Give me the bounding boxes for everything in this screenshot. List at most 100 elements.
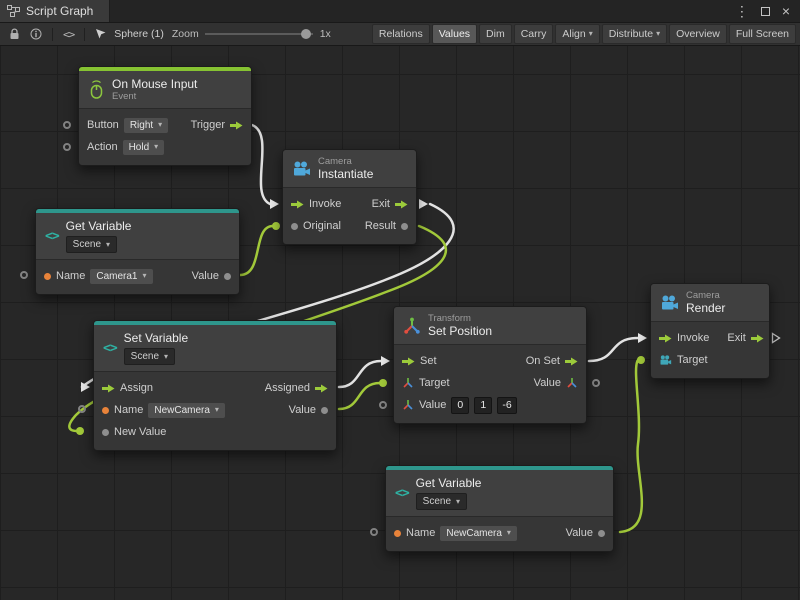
wire-value-to-original[interactable]	[238, 224, 275, 277]
port-label: New Value	[114, 426, 167, 438]
scope-dropdown[interactable]: Scene▾	[123, 348, 176, 365]
port-ring-getvar2-name[interactable]	[370, 528, 378, 536]
picker-cursor-icon[interactable]	[90, 23, 112, 45]
lock-icon[interactable]	[4, 23, 25, 45]
wire-endpoint-triangle-assign	[81, 382, 90, 392]
wire-endpoint-rendertarget[interactable]	[637, 356, 645, 364]
carry-button[interactable]: Carry	[513, 24, 554, 44]
overview-button[interactable]: Overview	[669, 24, 727, 44]
node-header: On Mouse Input Event	[79, 71, 251, 109]
node-transform-set-position[interactable]: Transform Set Position Set On Set Target…	[393, 306, 587, 424]
zoom-slider[interactable]	[204, 29, 313, 39]
port-triangle-render-exit[interactable]	[771, 332, 781, 344]
port-ring-action[interactable]	[63, 143, 71, 151]
info-icon[interactable]	[25, 23, 47, 45]
flow-arrow-icon[interactable]	[230, 121, 243, 130]
tab-script-graph[interactable]: Script Graph	[0, 0, 111, 22]
node-get-variable-top[interactable]: <> Get Variable Scene▾ Name Camera1▾ Val…	[35, 208, 240, 295]
string-port-icon[interactable]	[394, 529, 401, 537]
value-port-icon[interactable]	[102, 428, 109, 436]
scope-dropdown[interactable]: Scene▾	[65, 236, 118, 253]
port-ring-button[interactable]	[63, 121, 71, 129]
node-title: Set Position	[428, 324, 493, 338]
wire-value-to-target[interactable]	[337, 381, 382, 411]
port-label: Value	[533, 377, 561, 389]
port-label: Assigned	[264, 382, 310, 394]
close-icon[interactable]: ×	[781, 3, 790, 19]
value-port-icon[interactable]	[321, 406, 328, 414]
port-ring-setvar-name[interactable]	[78, 405, 86, 413]
port-label: Invoke	[677, 332, 710, 344]
value-port-icon[interactable]	[291, 222, 298, 230]
wire-trigger-to-invoke[interactable]	[250, 123, 272, 206]
chevron-down-icon: ▾	[154, 142, 159, 151]
value-port-icon[interactable]	[598, 529, 605, 537]
port-ring-position-value-out[interactable]	[592, 379, 600, 387]
port-label: Trigger	[190, 119, 225, 131]
flow-arrow-icon[interactable]	[565, 357, 578, 366]
variable-accent-bar	[36, 209, 239, 213]
vector-z-field[interactable]: -6	[497, 396, 517, 414]
wire-endpoint-newvalue[interactable]	[76, 427, 84, 435]
vector-y-field[interactable]: 1	[474, 396, 493, 414]
node-category: Camera	[318, 156, 352, 167]
scope-dropdown[interactable]: Scene▾	[415, 493, 468, 510]
distribute-dropdown-button[interactable]: Distribute▾	[601, 24, 668, 44]
string-port-icon[interactable]	[102, 406, 109, 414]
action-dropdown[interactable]: Hold▾	[122, 139, 165, 155]
flow-arrow-icon[interactable]	[750, 334, 764, 343]
string-port-icon[interactable]	[44, 272, 51, 280]
flow-arrow-icon[interactable]	[395, 200, 408, 209]
values-button[interactable]: Values	[431, 24, 478, 44]
node-get-variable-bottom[interactable]: <> Get Variable Scene▾ Name NewCamera▾ V…	[385, 465, 614, 552]
chevron-down-icon: ▾	[106, 239, 111, 249]
code-icon[interactable]: <>	[63, 27, 75, 41]
port-label: Target	[419, 377, 450, 389]
node-on-mouse-input[interactable]: On Mouse Input Event Button Right▾ Trigg…	[78, 66, 252, 166]
wire-endpoint-triangle-render-invoke	[638, 333, 647, 343]
port-label: Name	[406, 527, 436, 539]
full-screen-button[interactable]: Full Screen	[728, 24, 796, 44]
graph-canvas[interactable]: On Mouse Input Event Button Right▾ Trigg…	[0, 46, 800, 600]
flow-arrow-icon[interactable]	[315, 384, 328, 393]
button-dropdown[interactable]: Right▾	[123, 117, 169, 133]
port-label: Exit	[727, 332, 746, 344]
flow-arrow-icon[interactable]	[102, 384, 115, 393]
port-row-value-fields: Value 0 1 -6	[394, 394, 586, 416]
kebab-menu-icon[interactable]: ⋮	[734, 3, 749, 19]
flow-arrow-icon[interactable]	[402, 357, 415, 366]
axis-port-icon[interactable]	[566, 377, 578, 389]
tab-title: Script Graph	[26, 4, 94, 18]
maximize-icon[interactable]	[760, 4, 770, 18]
node-set-variable[interactable]: <> Set Variable Scene▾ Assign Assigned N…	[93, 320, 337, 451]
value-port-icon[interactable]	[224, 272, 231, 280]
dim-button[interactable]: Dim	[479, 24, 512, 44]
node-camera-render[interactable]: Camera Render Invoke Exit Target	[650, 283, 770, 379]
wire-endpoint-original[interactable]	[272, 222, 280, 230]
chevron-down-icon: ▾	[158, 120, 163, 129]
wire-endpoint-target[interactable]	[379, 379, 387, 387]
camera-port-icon[interactable]	[659, 355, 672, 365]
wire-value-to-rendertarget[interactable]	[618, 358, 643, 534]
port-ring-getvar-name[interactable]	[20, 271, 28, 279]
value-port-icon[interactable]	[401, 222, 408, 230]
align-dropdown-button[interactable]: Align▾	[555, 24, 600, 44]
axis-port-icon[interactable]	[402, 399, 414, 411]
node-camera-instantiate[interactable]: Camera Instantiate Invoke Exit Original …	[282, 149, 417, 245]
relations-button[interactable]: Relations	[371, 24, 430, 44]
wire-onset-to-invoke[interactable]	[587, 336, 640, 363]
variable-name-dropdown[interactable]: NewCamera▾	[440, 525, 517, 541]
port-ring-position-value[interactable]	[379, 401, 387, 409]
wire-assigned-to-set[interactable]	[337, 359, 383, 389]
node-title: Instantiate	[318, 167, 374, 181]
flow-arrow-icon[interactable]	[659, 334, 672, 343]
zoom-slider-handle[interactable]	[300, 29, 311, 39]
node-subtitle: Event	[112, 91, 137, 102]
variable-name-dropdown[interactable]: Camera1▾	[90, 268, 153, 284]
flow-arrow-icon[interactable]	[291, 200, 304, 209]
vector-x-field[interactable]: 0	[451, 396, 470, 414]
chevron-down-icon: ▾	[506, 528, 511, 537]
variable-name-dropdown[interactable]: NewCamera▾	[148, 402, 225, 418]
axis-port-icon[interactable]	[402, 377, 414, 389]
chevron-down-icon: ▾	[656, 29, 661, 38]
